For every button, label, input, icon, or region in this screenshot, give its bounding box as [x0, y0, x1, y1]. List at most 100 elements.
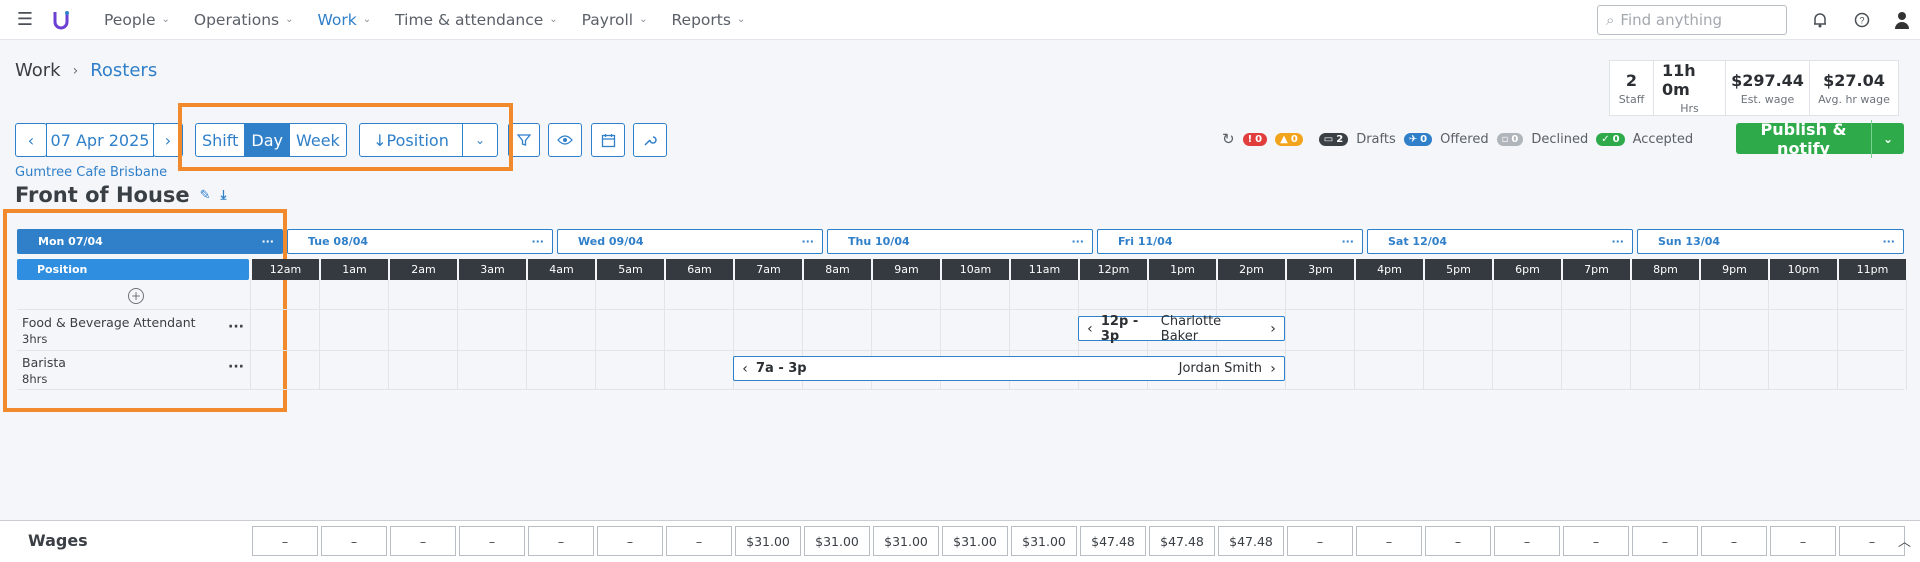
hour-header: 2pm: [1218, 259, 1285, 280]
breadcrumb-work[interactable]: Work: [15, 60, 61, 81]
area-title: Front of House ✎ ⤓: [15, 183, 226, 207]
grid-row: [17, 310, 1904, 351]
drafts-badge[interactable]: ▭2: [1318, 132, 1349, 146]
nav-time-attendance[interactable]: Time & attendance⌄: [395, 10, 558, 29]
day-options-menu[interactable]: ···: [261, 235, 274, 248]
day-options-menu[interactable]: ···: [1882, 235, 1895, 248]
day-options-menu[interactable]: ···: [531, 235, 544, 248]
accepted-badge[interactable]: ✓0: [1596, 132, 1625, 146]
position-options-menu[interactable]: ···: [228, 359, 244, 375]
day-options-menu[interactable]: ···: [801, 235, 814, 248]
download-icon[interactable]: ⤓: [220, 187, 227, 203]
user-avatar-icon[interactable]: [1892, 10, 1912, 30]
day-header[interactable]: Sun 13/04···: [1637, 229, 1904, 254]
edit-icon[interactable]: ✎: [199, 187, 211, 203]
wage-cell: –: [252, 526, 318, 556]
declined-badge[interactable]: ▫0: [1496, 132, 1524, 146]
tools-button[interactable]: [633, 123, 667, 157]
warning-count-red[interactable]: !0: [1242, 132, 1268, 146]
visibility-button[interactable]: [548, 123, 582, 157]
wage-cell: –: [390, 526, 456, 556]
position-column-header[interactable]: Position: [17, 259, 249, 280]
hour-header: 12pm: [1080, 259, 1147, 280]
chevron-down-icon[interactable]: ⌄: [1882, 131, 1894, 146]
publish-notify-button[interactable]: Publish & notify ⌄: [1736, 119, 1904, 158]
day-header[interactable]: Sat 12/04···: [1367, 229, 1633, 254]
chevron-left-icon[interactable]: ‹: [742, 360, 748, 377]
chevron-up-icon[interactable]: ︿: [1898, 535, 1912, 550]
chevron-down-icon: ⌄: [639, 14, 648, 25]
grid-row: [17, 351, 1904, 390]
nav-people[interactable]: People⌄: [104, 10, 170, 29]
warning-count-amber[interactable]: ▲0: [1275, 132, 1303, 146]
day-header[interactable]: Tue 08/04···: [287, 229, 553, 254]
day-options-menu[interactable]: ···: [1611, 235, 1624, 248]
nav-payroll[interactable]: Payroll⌄: [581, 10, 648, 29]
date-picker[interactable]: 07 Apr 2025: [46, 123, 154, 157]
nav-reports[interactable]: Reports⌄: [671, 10, 746, 29]
grid-column-line: [664, 280, 665, 390]
grid-row: [17, 280, 1904, 310]
bell-icon[interactable]: [1810, 10, 1830, 30]
wage-cell: –: [597, 526, 663, 556]
day-header[interactable]: Thu 10/04···: [827, 229, 1093, 254]
grid-column-line: [1561, 280, 1562, 390]
chevron-down-icon: ⌄: [161, 14, 170, 25]
day-options-menu[interactable]: ···: [1341, 235, 1354, 248]
hour-header: 7pm: [1563, 259, 1630, 280]
grid-column-line: [802, 280, 803, 390]
day-header[interactable]: Mon 07/04···: [17, 229, 283, 254]
day-header[interactable]: Fri 11/04 ···: [1097, 229, 1363, 254]
wage-cell: –: [1494, 526, 1560, 556]
position-options-menu[interactable]: ···: [228, 319, 244, 335]
hour-header: 9pm: [1701, 259, 1768, 280]
offered-badge[interactable]: ✈0: [1403, 132, 1433, 146]
menu-icon[interactable]: ☰: [16, 9, 34, 30]
calendar-settings-button[interactable]: [591, 123, 625, 157]
group-by-dropdown[interactable]: ⌄: [462, 123, 498, 157]
breadcrumb-rosters[interactable]: Rosters: [90, 60, 158, 81]
grid-column-line: [526, 280, 527, 390]
accepted-label: Accepted: [1632, 131, 1694, 147]
day-options-menu[interactable]: ···: [1071, 235, 1084, 248]
grid-column-line: [1354, 280, 1355, 390]
filter-button[interactable]: [508, 123, 540, 157]
top-nav-bar: ☰ People⌄ Operations⌄ Work⌄ Time & atten…: [0, 0, 1920, 40]
view-day-button[interactable]: Day: [245, 124, 290, 156]
day-label: Fri 11/04: [1118, 235, 1173, 248]
grid-column-line: [595, 280, 596, 390]
eye-icon: [557, 135, 573, 145]
location-link[interactable]: Gumtree Cafe Brisbane: [15, 165, 168, 180]
group-by-button[interactable]: ↓Position: [359, 123, 463, 157]
declined-label: Declined: [1531, 131, 1589, 147]
view-week-button[interactable]: Week: [295, 130, 340, 150]
position-name: Barista: [22, 355, 66, 370]
chevron-right-icon[interactable]: ›: [1270, 360, 1276, 377]
grid-column-line: [319, 280, 320, 390]
wage-cell: –: [1839, 526, 1905, 556]
app-logo[interactable]: [50, 8, 72, 32]
wage-cell: –: [1356, 526, 1422, 556]
chevron-left-icon[interactable]: ‹: [1087, 320, 1093, 337]
nav-operations[interactable]: Operations⌄: [193, 10, 294, 29]
hour-header: 5pm: [1425, 259, 1492, 280]
hour-header: 10pm: [1770, 259, 1837, 280]
chevron-right-icon[interactable]: ›: [1270, 320, 1276, 337]
help-icon[interactable]: ?: [1852, 10, 1872, 30]
add-position-icon[interactable]: +: [128, 288, 144, 304]
calendar-icon: [601, 133, 615, 147]
prev-date-button[interactable]: ‹: [15, 123, 47, 157]
wage-cell: –: [666, 526, 732, 556]
day-header[interactable]: Wed 09/04 ···: [557, 229, 823, 254]
nav-work[interactable]: Work⌄: [317, 10, 372, 29]
hour-header: 10am: [942, 259, 1009, 280]
day-label: Wed 09/04: [578, 235, 644, 248]
refresh-icon[interactable]: ↻: [1222, 130, 1235, 148]
search-input[interactable]: ⌕ Find anything: [1597, 5, 1787, 35]
view-shift-button[interactable]: Shift: [196, 124, 246, 156]
grid-column-line: [1906, 280, 1907, 390]
grid-column-line: [1009, 280, 1010, 390]
